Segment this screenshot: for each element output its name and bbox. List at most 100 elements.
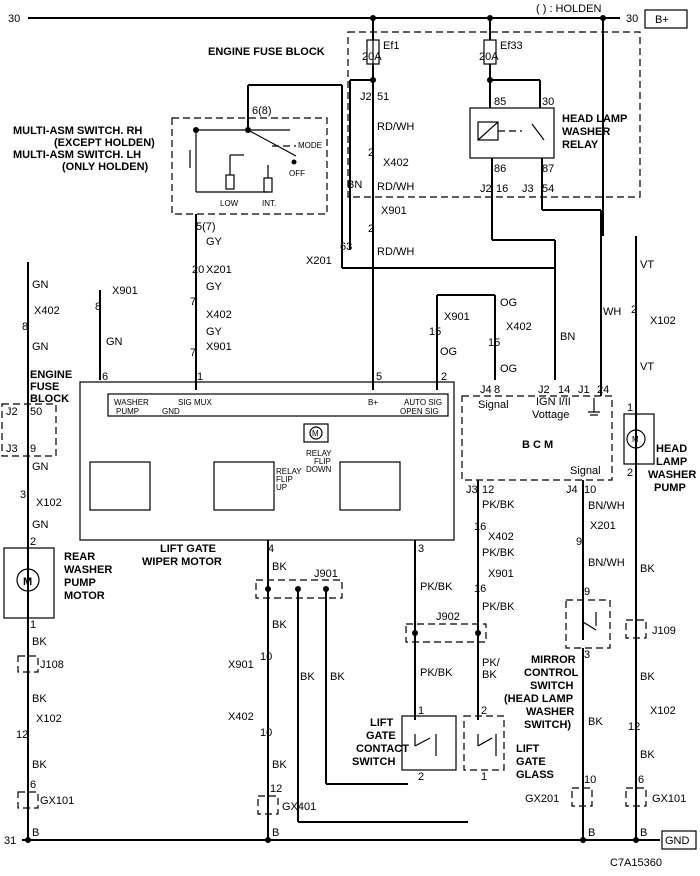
conn-7a: 7 <box>190 296 196 308</box>
rail-30-right: 30 <box>626 13 638 25</box>
glass-pin-2: 2 <box>481 705 487 717</box>
relay-p54: 54 <box>542 183 554 195</box>
conn-15a: 15 <box>429 326 441 338</box>
conn-x402-a: X402 <box>206 309 232 321</box>
conn-j901: J901 <box>314 568 338 580</box>
left-pin-50: 50 <box>30 406 42 418</box>
og-wires: X901 15 OG OG X402 15 OG BN WH <box>429 294 621 390</box>
conn-10b: 10 <box>260 727 272 739</box>
rail-b-4: B <box>640 827 647 839</box>
washer-pump-text-2: PUMP <box>116 407 139 416</box>
conn-x402-b: X402 <box>383 157 409 169</box>
conn-16b: 16 <box>474 583 486 595</box>
multi-asm-switch: MULTI-ASM SWITCH. RH (EXCEPT HOLDEN) MUL… <box>13 84 343 390</box>
wire-wh: WH <box>603 306 621 318</box>
conn-2c: 2 <box>631 304 637 316</box>
conn-7b: 7 <box>190 347 196 359</box>
glass-label-3: GLASS <box>516 769 554 781</box>
glass-label-2: GATE <box>516 756 546 768</box>
wire-gn-5: GN <box>106 336 123 348</box>
conn-x102-b: X102 <box>36 713 62 725</box>
bcm-voltage: Vottage <box>532 409 569 421</box>
left-fuse-label-1: ENGINE <box>30 369 72 381</box>
rail-30-left: 30 <box>8 13 20 25</box>
glass-label-1: LIFT <box>516 743 539 755</box>
left-fuse-label-3: BLOCK <box>30 393 69 405</box>
hl-pump-label-4: PUMP <box>654 482 686 494</box>
conn-x901-d: X901 <box>444 311 470 323</box>
diagram-code: C7A15360 <box>610 857 662 869</box>
ef33-label: Ef33 <box>500 40 523 52</box>
bcm: B C M J4 8 J2 14 J1 24 Signal IGN I/II V… <box>461 384 613 496</box>
hl-pump-label-1: HEAD <box>656 443 687 455</box>
gx101-pin-6a: 6 <box>30 779 36 791</box>
conn-16a: 16 <box>474 521 486 533</box>
hl-pump-label-3: WASHER <box>648 469 696 481</box>
wiper-pin-5: 5 <box>376 371 382 383</box>
mirror-label-3: SWITCH <box>530 680 573 692</box>
left-j3: J3 <box>6 443 18 455</box>
mirror-control-switch: MIRROR CONTROL SWITCH (HEAD LAMP WASHER … <box>504 599 611 840</box>
wire-gn-1: GN <box>32 279 49 291</box>
glass-pin-1: 1 <box>481 771 487 783</box>
wire-bk-l3: BK <box>32 759 47 771</box>
rear-pump-label-2: WASHER <box>64 564 112 576</box>
flip-up-3: UP <box>276 483 287 492</box>
wire-gy-2: GY <box>206 281 223 293</box>
mirror-label-1: MIRROR <box>531 654 576 666</box>
mirror-pin-9: 9 <box>584 586 590 598</box>
relay-pin-87: 87 <box>542 163 554 175</box>
conn-j108: J108 <box>40 659 64 671</box>
contact-label-2: GATE <box>366 730 396 742</box>
conn-x402-c: X402 <box>34 305 60 317</box>
conn-12b: 12 <box>628 721 640 733</box>
conn-gx201: GX201 <box>525 793 559 805</box>
conn-x201-c: X201 <box>590 520 616 532</box>
wire-bn-2: BN <box>560 331 575 343</box>
wiper-pin-6: 6 <box>102 371 108 383</box>
bcm-j3: J3 <box>466 484 478 496</box>
rear-pump-label-3: PUMP <box>64 577 96 589</box>
conn-x201-a: X201 <box>206 264 232 276</box>
flip-up-1: RELAY <box>276 467 302 476</box>
rear-pump-m: M <box>23 576 32 588</box>
wire-gy-1: GY <box>206 236 223 248</box>
conn-gx401: GX401 <box>282 801 316 813</box>
contact-pin-2: 2 <box>418 771 424 783</box>
wire-rdwh-2: RD/WH <box>377 181 414 193</box>
conn-x402-d: X402 <box>506 321 532 333</box>
bcm-j2: J2 <box>538 384 550 396</box>
relay-p16: 16 <box>496 183 508 195</box>
bcm-p8: 8 <box>494 384 500 396</box>
hl-pump-m: M <box>632 435 639 444</box>
ground-rail: 31 B B B B GND C7A15360 <box>4 827 697 869</box>
left-pin-9: 9 <box>30 443 36 455</box>
bplus-label: B+ <box>655 14 669 26</box>
int-label: INT. <box>262 199 276 208</box>
bcm-signal-1: Signal <box>478 399 509 411</box>
relay-label-3: RELAY <box>562 139 599 151</box>
gnd-label: GND <box>665 835 690 847</box>
bcm-j4b: J4 <box>566 484 578 496</box>
wire-bk-c2: BK <box>272 619 287 631</box>
wire-pk: PK/ <box>482 657 501 669</box>
wire-bk-c3: BK <box>300 671 315 683</box>
contact-label-1: LIFT <box>370 717 393 729</box>
bcm-j4: J4 <box>480 384 492 396</box>
fuse-block-label: ENGINE FUSE BLOCK <box>208 46 325 58</box>
wiper-pin-1: 1 <box>197 371 203 383</box>
head-lamp-washer-relay: 85 30 86 87 HEAD LAMP WASHER RELAY J2 16… <box>469 96 627 396</box>
hl-pump-label-2: LAMP <box>656 456 687 468</box>
ef1-label: Ef1 <box>383 40 400 52</box>
wire-bnwh-1: BN/WH <box>588 500 625 512</box>
wire-bk-c5: BK <box>272 759 287 771</box>
conn-2b: 2 <box>368 223 374 235</box>
wire-bk-r1: BK <box>640 563 655 575</box>
pump-pin-1: 1 <box>30 619 36 631</box>
mirror-pin-3: 3 <box>584 649 590 661</box>
bplus-rail: 30 30 B+ ( ) : HOLDEN <box>8 3 688 29</box>
wire-bk-c1: BK <box>272 561 287 573</box>
lower-center: J901 BK BK BK BK X901 10 X402 10 BK 12 G… <box>228 561 554 823</box>
low-label: LOW <box>220 199 239 208</box>
